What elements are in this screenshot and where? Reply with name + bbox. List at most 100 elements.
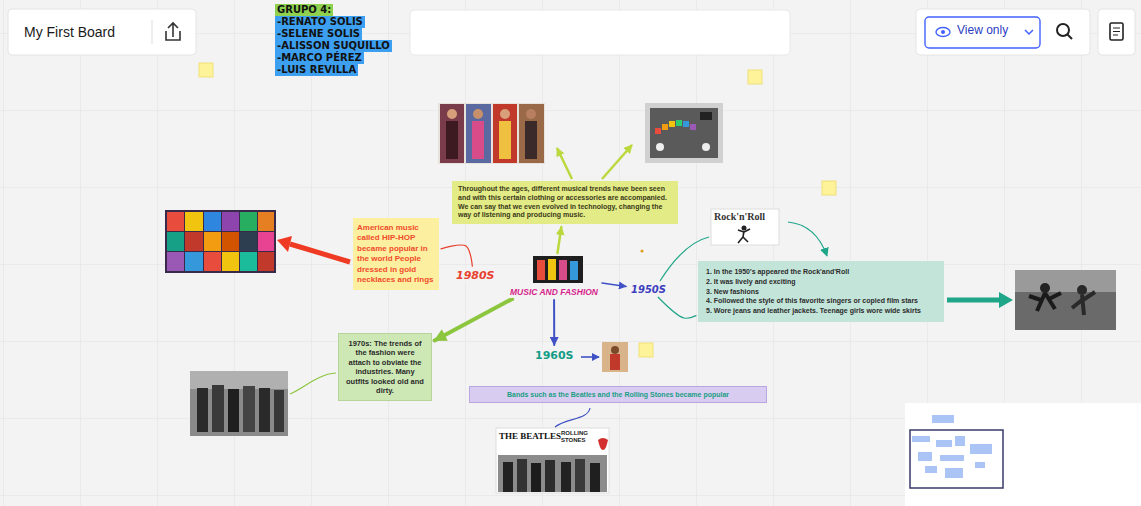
title-panel	[8, 9, 196, 55]
hiphop-photo	[167, 232, 184, 251]
member-name: GRUPO 4:	[275, 4, 333, 16]
technology-image	[683, 121, 689, 127]
leader-line	[290, 373, 336, 394]
note-box: American music called HIP-HOP became pop…	[353, 218, 439, 290]
technology-image	[700, 112, 712, 120]
member-name: -LUIS REVILLA	[275, 64, 358, 76]
minimap-item	[925, 466, 937, 473]
fashion-photo	[473, 109, 483, 119]
sticky-note	[199, 63, 213, 77]
list-item: 2. It was lively and exciting	[706, 277, 936, 287]
technology-image	[656, 143, 664, 151]
bands-photo	[575, 459, 585, 492]
seventies-photo	[190, 371, 288, 436]
sixties-photo	[610, 354, 620, 370]
fashion-photo	[447, 109, 457, 119]
panel-divider	[152, 20, 153, 44]
seventies-photo	[274, 390, 284, 432]
minimap-item	[940, 455, 964, 461]
member-name: -SELENE SOLIS	[275, 28, 362, 40]
image-caption: THE BEATLES	[499, 431, 561, 441]
minimap-item	[912, 436, 930, 442]
dance-photo	[1029, 293, 1061, 311]
bands-photo	[503, 462, 513, 492]
hiphop-photo	[185, 232, 203, 251]
sixties-photo	[611, 346, 619, 354]
dancer-figure	[738, 229, 750, 243]
minimap-item	[955, 436, 965, 446]
topic-text: MUSIC AND FASHION	[508, 286, 600, 298]
note-box: Throughout the ages, different musical t…	[452, 181, 678, 224]
connector	[553, 300, 555, 345]
decade-label: 1960S	[533, 348, 576, 363]
center-photo	[559, 260, 567, 280]
minimap-item	[936, 440, 952, 447]
note-text: 1970s: The trends of the fashion were at…	[344, 339, 426, 395]
upload-icon	[168, 23, 178, 37]
picture-arrow-head	[277, 236, 292, 252]
technology-image	[690, 124, 696, 130]
minimap-panel	[905, 403, 1141, 506]
minimap-item	[932, 415, 954, 423]
hiphop-photo	[222, 232, 239, 251]
picture-arrow-head	[999, 292, 1013, 308]
sticky-note	[822, 181, 836, 195]
notes-panel	[1098, 9, 1135, 55]
bands-photo	[561, 462, 571, 492]
chevron-icon	[1025, 30, 1033, 34]
bands-photo	[545, 460, 555, 492]
image-caption: ROLLING STONES	[561, 430, 597, 444]
leader-line	[555, 408, 590, 427]
rocknroll-image	[711, 209, 779, 245]
hiphop-photo	[204, 212, 221, 231]
eye-icon	[936, 28, 950, 37]
sixties-photo	[602, 342, 628, 372]
minimap-item	[918, 452, 932, 461]
dance-photo	[1015, 270, 1116, 292]
center-photo	[537, 260, 545, 280]
technology-image	[669, 121, 675, 127]
hiphop-photo	[185, 212, 203, 231]
note-box: 1970s: The trends of the fashion were at…	[338, 333, 432, 401]
seventies-photo	[197, 388, 208, 432]
picture-arrow	[290, 244, 350, 262]
bands-photo	[531, 463, 541, 492]
blank-panel	[410, 10, 790, 55]
technology-image	[645, 103, 723, 163]
hiphop-photo	[240, 232, 257, 251]
button-label: View only	[957, 24, 1008, 38]
fashion-photo	[440, 104, 464, 163]
technology-image	[702, 143, 710, 151]
technology-image	[650, 108, 718, 158]
dance-photo	[1077, 285, 1087, 295]
picture-arrow	[947, 298, 1000, 303]
image-caption: Rock'n'Roll	[714, 211, 765, 223]
picture-arrow	[788, 222, 827, 256]
hiphop-photo	[165, 210, 276, 273]
picture-arrow	[602, 145, 632, 179]
technology-image	[655, 128, 661, 134]
decade-text: 1960S	[533, 348, 576, 363]
hiphop-photo	[222, 252, 239, 271]
minimap-item	[970, 444, 992, 454]
view-panel	[916, 9, 1090, 55]
hiphop-photo	[240, 252, 257, 271]
fashion-photo	[472, 121, 484, 159]
fashion-photo	[525, 121, 537, 159]
decade-label: 1980S	[454, 268, 497, 283]
picture-arrow	[581, 356, 599, 358]
seventies-photo	[212, 385, 224, 432]
center-photo	[570, 261, 578, 280]
decade-text: 1980S	[454, 268, 497, 283]
list-item: 4. Followed the style of this favorite s…	[706, 296, 936, 306]
board-title: My First Board	[24, 24, 115, 40]
note-text: American music called HIP-HOP became pop…	[357, 223, 435, 285]
list-item: 3. New fashions	[706, 287, 936, 297]
minimap-item	[945, 468, 963, 478]
fashion-photo	[438, 103, 545, 164]
bands-photo	[498, 455, 607, 492]
hiphop-photo	[204, 232, 221, 251]
search-icon	[1057, 24, 1069, 36]
